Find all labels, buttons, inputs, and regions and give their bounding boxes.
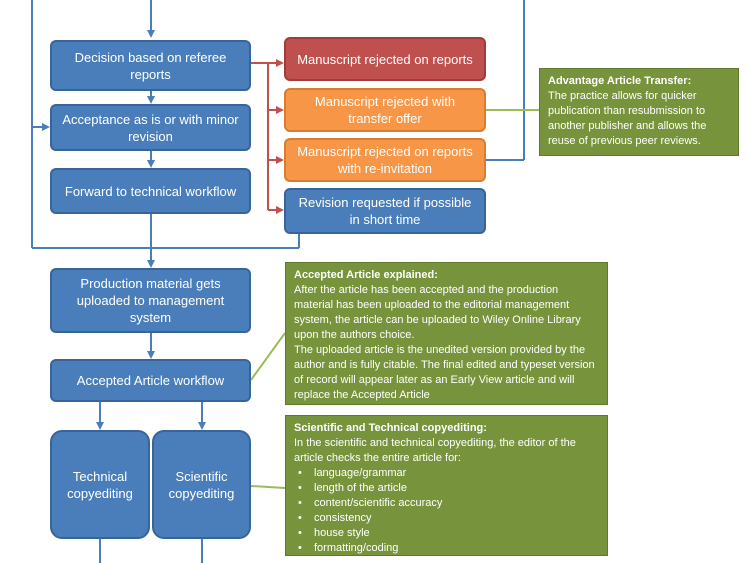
checklist-item: formatting/coding: [298, 541, 599, 556]
forward-technical-box: Forward to technical workflow: [50, 168, 251, 214]
note-body: The practice allows for quicker publicat…: [548, 90, 707, 147]
checklist-item: language/grammar: [298, 466, 599, 481]
revision-requested-box: Revision requested if possible in short …: [284, 188, 486, 234]
checklist: language/grammar length of the article c…: [294, 466, 599, 556]
checklist-item: consistency: [298, 511, 599, 526]
checklist-item: length of the article: [298, 481, 599, 496]
accepted-article-note: Accepted Article explained: After the ar…: [285, 262, 608, 405]
copyediting-note: Scientific and Technical copyediting: In…: [285, 415, 608, 556]
rejected-reinvitation-box: Manuscript rejected on reports with re-i…: [284, 138, 486, 182]
note-title: Accepted Article explained:: [294, 269, 438, 281]
scientific-copyediting-box: Scientific copyediting: [152, 430, 251, 539]
checklist-item: house style: [298, 526, 599, 541]
note-title: Scientific and Technical copyediting:: [294, 422, 487, 434]
rejected-on-reports-box: Manuscript rejected on reports: [284, 37, 486, 81]
rejected-transfer-box: Manuscript rejected with transfer offer: [284, 88, 486, 132]
accepted-article-workflow-box: Accepted Article workflow: [50, 359, 251, 402]
technical-copyediting-box: Technical copyediting: [50, 430, 150, 539]
note-paragraph: After the article has been accepted and …: [294, 284, 581, 341]
acceptance-box: Acceptance as is or with minor revision: [50, 104, 251, 151]
advantage-transfer-note: Advantage Article Transfer: The practice…: [539, 68, 739, 156]
note-title: Advantage Article Transfer:: [548, 75, 692, 87]
note-paragraph: The uploaded article is the unedited ver…: [294, 344, 595, 401]
note-intro: In the scientific and technical copyedit…: [294, 437, 576, 464]
production-material-box: Production material gets uploaded to man…: [50, 268, 251, 333]
decision-box: Decision based on referee reports: [50, 40, 251, 91]
checklist-item: content/scientific accuracy: [298, 496, 599, 511]
